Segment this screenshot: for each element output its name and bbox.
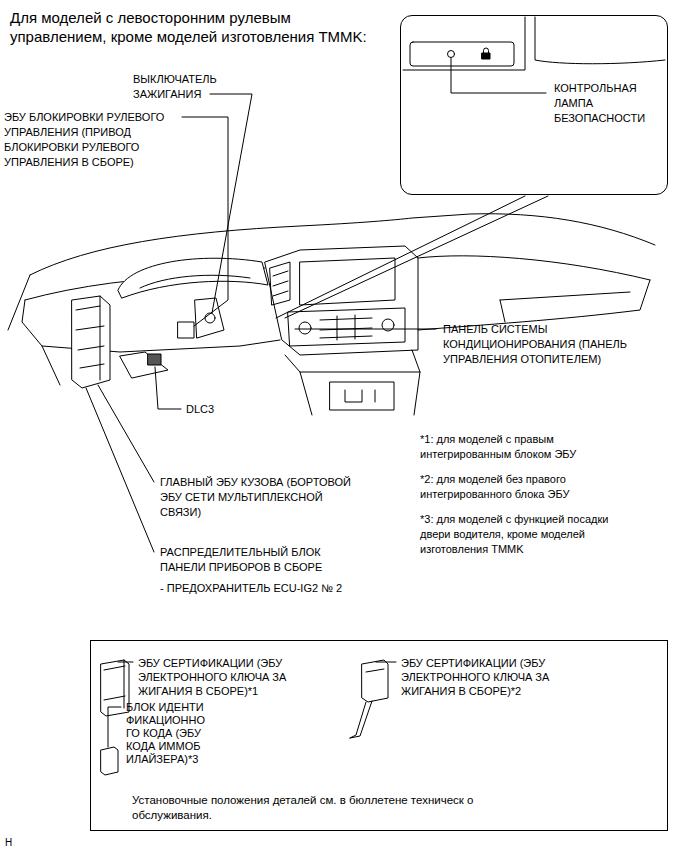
center-stack — [265, 246, 418, 355]
leader-line — [98, 385, 154, 482]
door-edge — [8, 275, 30, 330]
hvac-panel — [288, 308, 405, 346]
part-label: РАСПРЕДЕЛИТЕЛЬНЫЙ БЛОК ПАНЕЛИ ПРИБОРОВ В… — [160, 545, 355, 575]
dash-right-top — [418, 256, 650, 280]
dash-right-lower — [418, 280, 650, 330]
inset-view: КОНТРОЛЬНАЯ ЛАМПА БЕЗОПАСНОСТИ — [400, 15, 668, 195]
footnote: *3: для моделей с функцией посадки двери… — [420, 512, 625, 557]
ignition-switch — [205, 313, 215, 323]
box-text: Установочные положения деталей см. в бюл… — [132, 793, 482, 823]
indicator-panel — [410, 42, 514, 66]
glove-box — [500, 292, 630, 322]
inset-pointer — [285, 196, 548, 318]
box-text: ЭБУ СЕРТИФИКАЦИИ (ЭБУ ЭЛЕКТРОННОГО КЛЮЧА… — [401, 656, 586, 698]
hvac-buttons — [320, 315, 372, 340]
box-text: ЭБУ СЕРТИФИКАЦИИ (ЭБУ ЭЛЕКТРОННОГО КЛЮЧА… — [138, 656, 323, 698]
bracket-arm — [350, 669, 384, 738]
certification-ecu-detail — [104, 660, 125, 708]
part-label: ГЛАВНЫЙ ЭБУ КУЗОВА (БОРТОВОЙ ЭБУ СЕТИ МУ… — [160, 475, 355, 520]
leader-line — [155, 367, 181, 409]
leader-line — [182, 117, 228, 326]
steering-lock-ecu — [178, 322, 194, 338]
steering-column — [195, 298, 224, 338]
parts-box: ЭБУ СЕРТИФИКАЦИИ (ЭБУ ЭЛЕКТРОННОГО КЛЮЧА… — [90, 640, 668, 831]
inset-panel-strip — [403, 17, 665, 70]
leader-line — [376, 662, 396, 663]
leader-line — [118, 662, 133, 663]
part-sub-label: - ПРЕДОХРАНИТЕЛЬ ECU-IG2 № 2 — [160, 581, 410, 596]
shift-gate — [345, 390, 375, 402]
figure-code: H — [5, 836, 35, 849]
title-text: Для моделей с левосторонним рулевым упра… — [10, 8, 382, 46]
dlc3-connector — [148, 354, 161, 365]
junction-block-detail — [76, 296, 104, 380]
air-vent — [270, 262, 290, 305]
immobiliser-ecu-icon — [101, 747, 118, 775]
part-label: ЭБУ БЛОКИРОВКИ РУЛЕВОГО УПРАВЛЕНИЯ (ПРИВ… — [4, 110, 204, 170]
lock-symbol-body — [482, 53, 490, 59]
lock-symbol-shackle — [484, 48, 489, 53]
gauge-face — [140, 275, 250, 288]
certification-ecu-bracket-icon — [362, 660, 388, 702]
leader-line — [108, 707, 121, 747]
knee-opening — [120, 352, 168, 378]
leader-line — [210, 94, 252, 313]
display — [300, 258, 395, 305]
leader-line — [451, 58, 546, 93]
box-text: БЛОК ИДЕНТИ ФИКАЦИОННО ГО КОДА (ЭБУ КОДА… — [126, 701, 216, 766]
dash-left-side — [22, 300, 60, 385]
part-label: ВЫКЛЮЧАТЕЛЬ ЗАЖИГАНИЯ — [133, 72, 243, 102]
box-text: КОНТРОЛЬНАЯ ЛАМПА БЕЗОПАСНОСТИ — [554, 81, 662, 126]
leader-line — [295, 329, 436, 330]
center-console — [285, 350, 420, 415]
connector-label: DLC3 — [186, 402, 246, 417]
shift-panel — [330, 382, 394, 410]
part-label: ПАНЕЛЬ СИСТЕМЫ КОНДИЦИОНИРОВАНИЯ (ПАНЕЛЬ… — [443, 322, 653, 367]
certification-ecu-icon — [101, 660, 129, 716]
security-indicator — [448, 51, 455, 58]
gauge-hood — [118, 258, 268, 298]
footnote: *2: для моделей без правого интегрирован… — [420, 472, 625, 502]
footnote: *1: для моделей с правым интегрированным… — [420, 432, 625, 462]
hvac-knob — [299, 322, 311, 334]
inset-pointer — [276, 196, 525, 318]
leader-line — [86, 388, 154, 552]
junction-block — [72, 296, 110, 388]
